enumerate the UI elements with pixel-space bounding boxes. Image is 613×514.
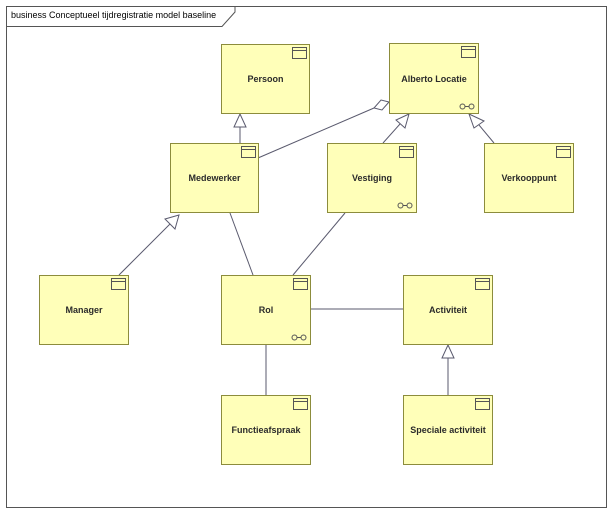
node-vestiging[interactable]: Vestiging [327,143,417,213]
association-link-icon [291,334,307,341]
business-object-icon [461,46,476,58]
node-label: Functieafspraak [231,425,301,435]
edge-medewerker-alberto-locatie [257,107,375,159]
generalization-arrowhead [395,113,410,129]
aggregation-diamond [373,99,390,111]
node-label: Activiteit [428,305,467,315]
node-persoon[interactable]: Persoon [221,44,310,114]
node-label: Verkooppunt [501,173,557,183]
node-verkooppunt[interactable]: Verkooppunt [484,143,574,213]
edge-manager-medewerker [118,223,171,276]
node-speciale-activiteit[interactable]: Speciale activiteit [403,395,493,465]
generalization-arrowhead [233,112,247,128]
edge-vestiging-alberto-locatie [382,123,401,144]
business-object-icon [556,146,571,158]
node-alberto-locatie[interactable]: Alberto Locatie [389,43,479,114]
node-label: Medewerker [188,173,241,183]
generalization-arrowhead [441,343,455,359]
edge-medewerker-rol [229,212,254,276]
business-object-icon [475,278,490,290]
node-rol[interactable]: Rol [221,275,311,345]
business-object-icon [292,47,307,59]
node-medewerker[interactable]: Medewerker [170,143,259,213]
business-object-icon [293,278,308,290]
node-activiteit[interactable]: Activiteit [403,275,493,345]
diagram-frame [6,6,607,508]
business-object-icon [399,146,414,158]
frame-title-tab [6,6,236,27]
edge-vestiging-rol [292,212,346,276]
business-object-icon [293,398,308,410]
diagram-title: business Conceptueel tijdregistratie mod… [11,10,217,20]
node-label: Rol [258,305,274,315]
business-object-icon [475,398,490,410]
node-label: Speciale activiteit [410,425,486,435]
generalization-arrowhead [468,113,485,129]
business-object-icon [241,146,256,158]
node-label: Manager [65,305,103,315]
association-link-icon [397,202,413,209]
business-object-icon [111,278,126,290]
edge-verkooppunt-alberto-locatie [478,124,495,144]
node-label: Persoon [247,74,284,84]
association-link-icon [459,103,475,110]
node-manager[interactable]: Manager [39,275,129,345]
node-functieafspraak[interactable]: Functieafspraak [221,395,311,465]
generalization-arrowhead [164,214,180,230]
node-label: Vestiging [351,173,392,183]
node-label: Alberto Locatie [401,73,467,84]
